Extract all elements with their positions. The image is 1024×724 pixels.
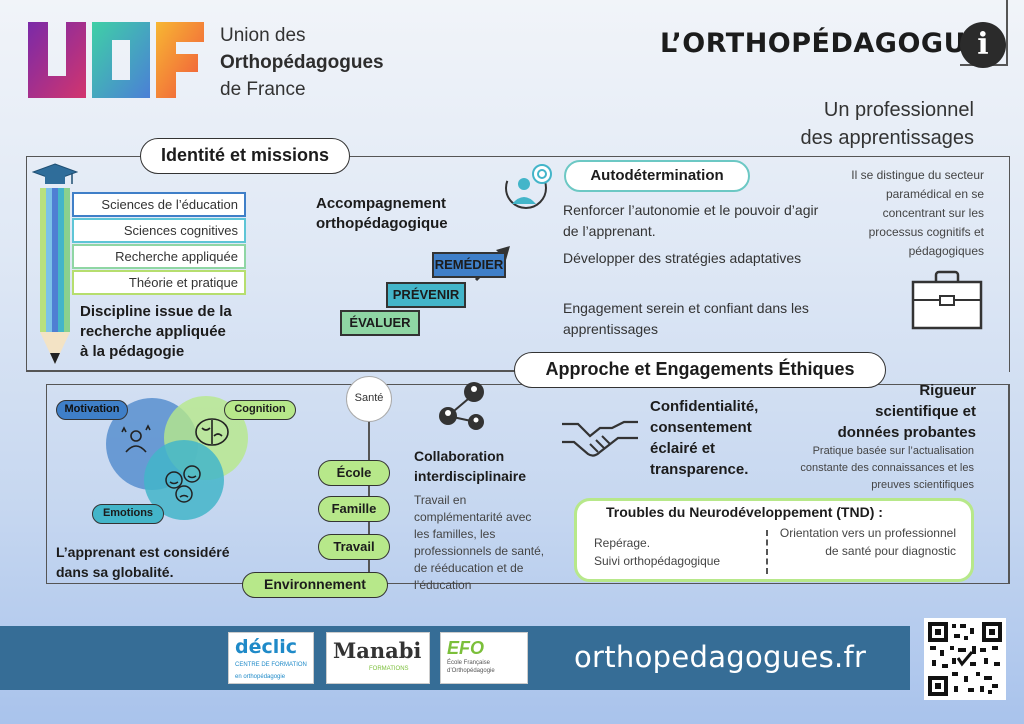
globalite-text: L’apprenant est considéré dans sa global… [56, 542, 276, 582]
briefcase-icon [911, 270, 983, 330]
step-prevenir: PRÉVENIR [386, 282, 466, 308]
handshake-icon [562, 420, 638, 457]
divider [1006, 0, 1008, 66]
text-line: scientifique et [875, 403, 976, 420]
environment-label: Environnement [242, 572, 388, 598]
discipline-item: Recherche appliquée [72, 244, 246, 269]
brain-icon [195, 418, 229, 446]
autodetermination-point: Engagement serein et confiant dans les a… [563, 300, 809, 337]
org-name: Union des Orthopédagogues de France [220, 22, 384, 103]
manabi-name: Manabi [333, 638, 422, 663]
org-name-line: Orthopédagogues [220, 52, 384, 73]
partner-logo-manabi[interactable]: Manabi FORMATIONS [326, 632, 430, 684]
discipline-list: Sciences de l’éducation Sciences cogniti… [72, 192, 246, 296]
divider [26, 370, 518, 372]
text-line: à la pédagogie [80, 343, 185, 360]
page-title: L’ORTHOPÉDAGOGUE [660, 28, 985, 59]
uof-logo [28, 22, 204, 98]
efo-sub: École Française [447, 660, 491, 666]
divider [766, 530, 768, 574]
section-title-identity: Identité et missions [140, 138, 350, 174]
autodetermination-point: Développer des stratégies adaptatives [563, 250, 802, 266]
tnd-left: Repérage. Suivi orthopédagogique [594, 534, 764, 570]
info-icon: i [960, 22, 1006, 68]
text-line: Collaboration [414, 448, 505, 464]
text-line: orthopédagogique [316, 215, 448, 232]
partner-logo-declic[interactable]: déclic CENTRE DE FORMATION en orthopédag… [228, 632, 314, 684]
network-people-icon [439, 382, 484, 430]
discipline-item: Théorie et pratique [72, 270, 246, 295]
org-name-line: de France [220, 79, 306, 100]
person-stars-icon [121, 424, 151, 453]
text-line: interdisciplinaire [414, 468, 527, 484]
distinct-text: Il se distingue du secteur paramédical e… [851, 168, 984, 258]
identity-frame [26, 156, 1010, 372]
tnd-title: Troubles du Neurodéveloppement (TND) : [606, 504, 883, 520]
text-line: données probantes [837, 424, 976, 441]
graduation-cap-icon [32, 163, 78, 184]
declic-sub: CENTRE DE FORMATION [235, 662, 307, 668]
efo-name: EFO [447, 638, 485, 658]
venn-label-cognition: Cognition [224, 400, 296, 420]
text-line: recherche appliquée [80, 323, 226, 340]
tnd-right: Orientation vers un professionnel de san… [779, 526, 956, 558]
partner-logo-efo[interactable]: EFO École Française d’Orthopédagogie [440, 632, 528, 684]
autodetermination-title: Autodétermination [564, 160, 750, 192]
environment-item-famille: Famille [318, 496, 390, 522]
collab-title: Collaboration interdisciplinaire [414, 446, 526, 486]
environment-item-travail: Travail [318, 534, 390, 560]
text-line: Repérage. [594, 536, 651, 550]
text-line: Suivi orthopédagogique [594, 554, 721, 568]
text-line: Discipline issue de la [80, 303, 232, 320]
text-line: L’apprenant est considéré [56, 544, 230, 560]
faces-icon [165, 465, 201, 503]
efo-sub: d’Orthopédagogie [447, 668, 495, 674]
section-title-approach: Approche et Engagements Éthiques [514, 352, 886, 388]
discipline-item: Sciences cognitives [72, 218, 246, 243]
discipline-item: Sciences de l’éducation [72, 192, 246, 217]
org-name-line: Union des [220, 25, 306, 46]
manabi-sub: FORMATIONS [369, 666, 409, 672]
declic-sub: en orthopédagogie [235, 674, 286, 680]
confidentiality-text: Confidentialité, consentement éclairé et… [650, 398, 759, 478]
sante-circle: Santé [346, 376, 392, 422]
divider [1008, 384, 1010, 584]
declic-name: déclic [235, 636, 298, 658]
venn-label-emotions: Emotions [92, 504, 164, 524]
rigueur-text: Pratique basée sur l’actualisation const… [800, 445, 974, 491]
text-line: Rigueur [919, 382, 976, 399]
subtitle-line: des apprentissages [800, 127, 974, 149]
environment-item-ecole: École [318, 460, 390, 486]
rigueur-title: Rigueur scientifique et données probante… [800, 380, 976, 443]
step-evaluer: ÉVALUER [340, 310, 420, 336]
qr-code-icon[interactable] [924, 618, 1006, 700]
text-line: dans sa globalité. [56, 564, 174, 580]
collab-text: Travail en complémentarité avec les fami… [414, 493, 545, 592]
text-line: Accompagnement [316, 195, 447, 212]
pencil-body [40, 188, 70, 332]
tnd-box [574, 498, 974, 582]
subtitle: Un professionnel des apprentissages [760, 96, 974, 152]
accompaniment-title: Accompagnement orthopédagogique [316, 194, 448, 234]
venn-label-motivation: Motivation [56, 400, 128, 420]
website-link[interactable]: orthopedagogues.fr [574, 640, 867, 674]
person-target-icon [505, 164, 552, 209]
subtitle-line: Un professionnel [823, 99, 974, 121]
discipline-text: Discipline issue de la recherche appliqu… [80, 302, 256, 362]
autodetermination-point: Renforcer l’autonomie et le pouvoir d’ag… [563, 202, 819, 239]
pencil-tip-icon [40, 332, 70, 364]
step-remedier: REMÉDIER [432, 252, 506, 278]
